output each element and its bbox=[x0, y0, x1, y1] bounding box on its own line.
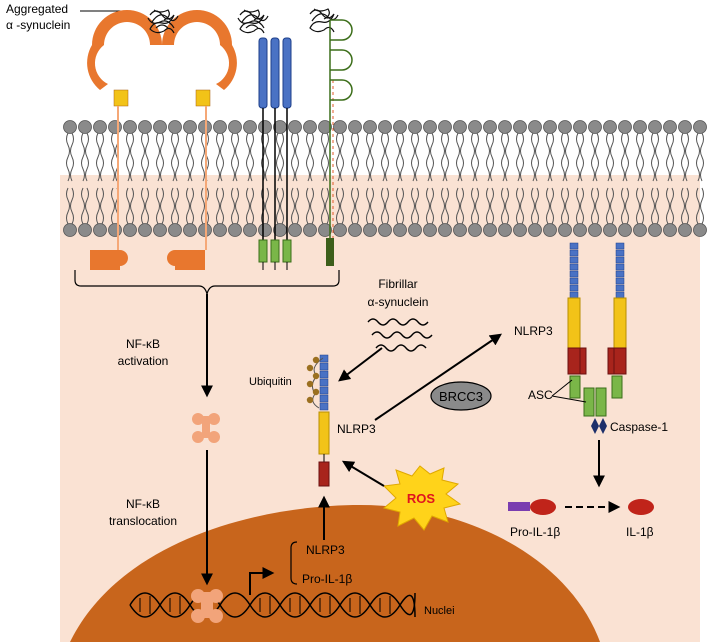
ros-starburst bbox=[382, 465, 462, 531]
fibrillar-synuclein-icon bbox=[367, 318, 433, 352]
arrow-nlrp3-to-inflammasome bbox=[374, 333, 502, 421]
aggregated-synuclein-blob-2 bbox=[237, 9, 269, 34]
nlrp3-center-label: NLRP3 bbox=[337, 422, 376, 436]
il1b-label: IL-1β bbox=[626, 525, 654, 539]
nfkb-activation-label-2: activation bbox=[118, 354, 169, 368]
cell-membrane bbox=[63, 120, 707, 237]
brcc3-enzyme bbox=[430, 381, 492, 411]
inflammasome-complex bbox=[567, 242, 627, 434]
il1b-protein bbox=[628, 499, 654, 515]
asc-label: ASC bbox=[528, 388, 553, 402]
nuclei-label: Nuclei bbox=[424, 605, 455, 617]
ubiquitin-chain bbox=[306, 356, 324, 409]
nlrp3-protein-center bbox=[318, 354, 330, 487]
asc-pointer-1 bbox=[551, 379, 573, 397]
gene-bracket bbox=[290, 541, 298, 585]
fibrillar-label-1: Fibrillar bbox=[378, 277, 417, 291]
asc-pointer-2 bbox=[551, 395, 587, 403]
fibrillar-label-2: α-synuclein bbox=[368, 295, 429, 309]
receptor-blue-tetramer bbox=[258, 37, 292, 270]
arrow-ros-to-nlrp3 bbox=[341, 460, 385, 487]
aggregated-label-1: Aggregated bbox=[6, 2, 68, 16]
transcription-start-arrow bbox=[249, 567, 275, 595]
tlr-receptor-right bbox=[162, 10, 237, 270]
nfkb-translocation-label-2: translocation bbox=[109, 514, 177, 528]
aggregated-synuclein-blob-3 bbox=[309, 8, 339, 33]
nfkb-translocation-label-1: NF-κB bbox=[126, 497, 160, 511]
nfkb-dimer-icon bbox=[192, 413, 220, 443]
arrow-fibrillar-to-nlrp3 bbox=[338, 347, 383, 382]
nlrp3-top-label: NLRP3 bbox=[514, 324, 553, 338]
dna-helix bbox=[129, 592, 416, 618]
receptor-loop bbox=[326, 19, 353, 266]
pro-il1b-label: Pro-IL-1β bbox=[510, 525, 560, 539]
ros-label: ROS bbox=[407, 491, 436, 506]
pro-il1b-prodomain bbox=[508, 502, 530, 511]
aggregated-label-2: α -synuclein bbox=[6, 18, 70, 32]
ubiquitin-label: Ubiquitin bbox=[249, 376, 292, 388]
aggregated-synuclein-blob-1 bbox=[147, 9, 179, 34]
pro-il1b-mature-domain bbox=[530, 499, 556, 515]
nfkb-dimer-on-dna-icon bbox=[191, 589, 223, 623]
gene-pro-il1b-label: Pro-IL-1β bbox=[302, 572, 352, 586]
nfkb-activation-label-1: NF-κB bbox=[126, 337, 160, 351]
tlr-receptor-left bbox=[87, 10, 162, 270]
caspase1-label: Caspase-1 bbox=[610, 420, 668, 434]
brcc3-label: BRCC3 bbox=[439, 389, 483, 404]
gene-nlrp3-label: NLRP3 bbox=[306, 543, 345, 557]
